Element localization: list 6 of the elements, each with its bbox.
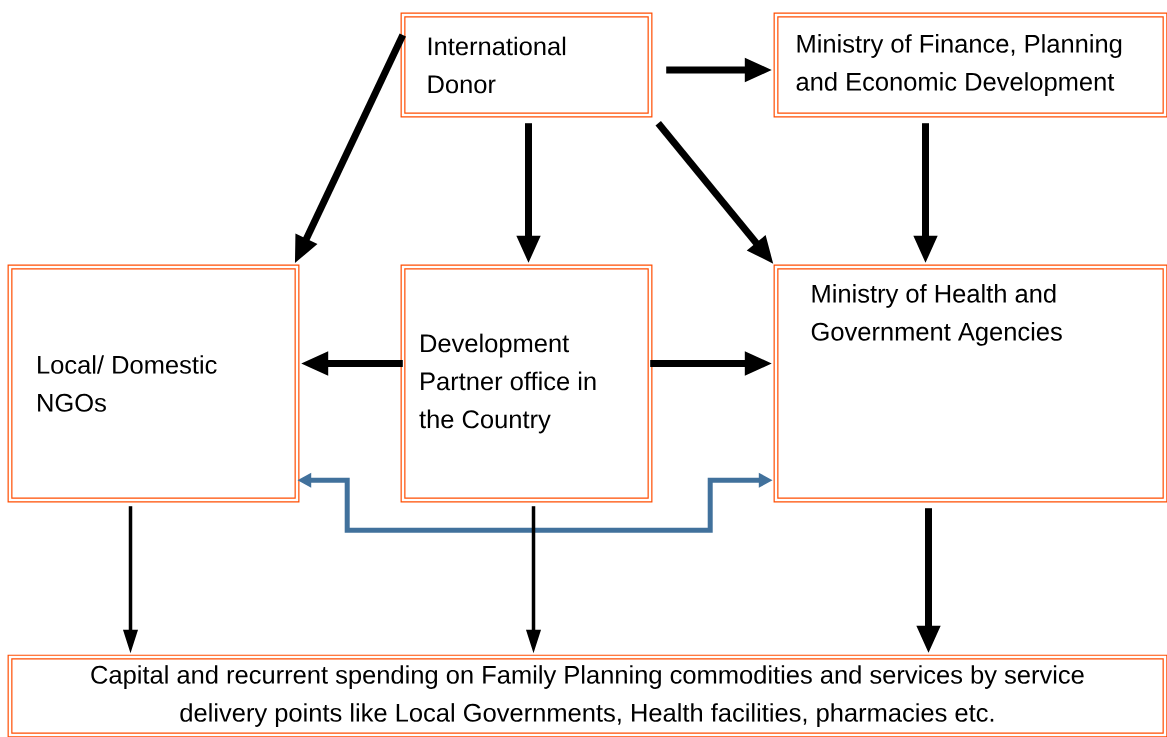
text-box: Ministry of Finance, Planning and Economic Development (773, 12, 1167, 118)
text-box: Ministry of Health and Government Agencies (773, 264, 1167, 503)
text-box: Local/ Domestic NGOs (7, 264, 300, 503)
text-box: International Donor (400, 12, 653, 118)
text-box: Capital and recurrent spending on Family Planning commodities and services by service delivery points like Local Governments, Health facilities, pharmacies etc. (7, 654, 1167, 737)
text-box: Development Partner office in the Country (400, 264, 653, 503)
